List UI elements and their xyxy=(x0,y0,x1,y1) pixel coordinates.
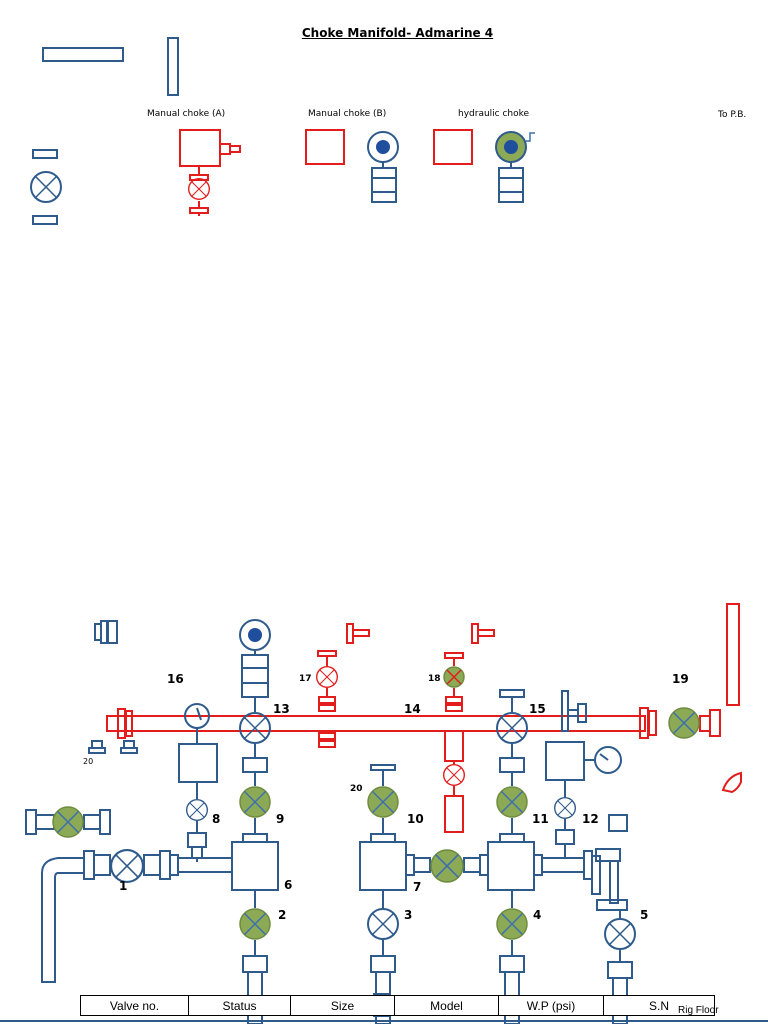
valve-number-18: 18 xyxy=(428,674,441,684)
hydraulic-choke-label: hydraulic choke xyxy=(458,109,530,119)
valve-number-1: 1 xyxy=(119,879,128,893)
manual-choke-a-label: Manual choke (A) xyxy=(147,109,226,119)
valve-number-3: 3 xyxy=(404,908,413,922)
valve-number-12: 12 xyxy=(582,812,599,826)
col-wp-psi: W.P (psi) xyxy=(498,995,604,1016)
valve-5-icon xyxy=(604,918,636,950)
valve-cross-between-icon xyxy=(430,849,464,883)
valve-number-5: 5 xyxy=(640,908,649,922)
col-sn: S.N xyxy=(603,995,715,1016)
valve-3-icon xyxy=(367,908,399,940)
valve-number-14: 14 xyxy=(404,702,421,716)
rig-floor-label: Rig Floor xyxy=(678,1005,719,1016)
valve-number-2: 2 xyxy=(278,908,287,922)
valve-18-assembly xyxy=(444,623,495,833)
valve-10-icon xyxy=(367,786,399,818)
valve-number-16: 16 xyxy=(167,672,184,686)
valve-number-8: 8 xyxy=(212,812,221,826)
valve-19-icon xyxy=(668,707,700,739)
valve-13-icon xyxy=(239,712,271,744)
valve-8-icon xyxy=(186,799,208,821)
to-pb-label: To P.B. xyxy=(718,110,747,120)
col-valve-no: Valve no. xyxy=(80,995,189,1016)
valve-number-19: 19 xyxy=(672,672,689,686)
valve-table-header-row: Valve no. Status Size Model W.P (psi) S.… xyxy=(80,995,715,1016)
red-header-pipe xyxy=(106,603,742,794)
valve-4-icon xyxy=(496,908,528,940)
valve-number-7: 7 xyxy=(413,880,422,894)
legend-valve-symbol xyxy=(32,149,58,225)
valve-11-icon xyxy=(496,786,528,818)
valve-table: Valve no. Status Size Model W.P (psi) S.… xyxy=(80,995,715,1016)
valve-12-icon xyxy=(554,797,576,819)
manual-choke-b-symbol xyxy=(305,129,399,203)
valve-number-4: 4 xyxy=(533,908,542,922)
manual-choke-b-label: Manual choke (B) xyxy=(308,109,387,119)
valve-17-icon xyxy=(316,666,338,688)
valve-number-17: 17 xyxy=(299,674,312,684)
legend-pipe-vertical xyxy=(167,37,179,96)
valve-number-9: 9 xyxy=(276,812,285,826)
valve-number-15: 15 xyxy=(529,702,546,716)
legend-open-valve-icon xyxy=(30,171,62,203)
valve-number-6: 6 xyxy=(284,878,293,892)
valve-number-10: 10 xyxy=(407,812,424,826)
valve-number-11: 11 xyxy=(532,812,549,826)
valve-left-stray-icon xyxy=(52,806,84,838)
legend-pipe-horizontal xyxy=(42,47,124,62)
valve-17-assembly xyxy=(317,623,370,748)
valve-9-icon xyxy=(239,786,271,818)
valve-red-lower-icon xyxy=(443,764,465,786)
manual-choke-a-symbol xyxy=(179,129,241,216)
valve-1-icon xyxy=(110,849,144,883)
col-size: Size xyxy=(290,995,395,1016)
valve-number-20: 20 xyxy=(350,784,363,794)
valve-number-20-small: 20 xyxy=(83,757,94,766)
diagram-title: Choke Manifold- Admarine 4 xyxy=(301,26,494,40)
col-model: Model xyxy=(394,995,499,1016)
valve-2-icon xyxy=(239,908,271,940)
col-status: Status xyxy=(188,995,291,1016)
valve-15-icon xyxy=(496,712,528,744)
hydraulic-choke-symbol xyxy=(433,129,535,203)
manual-choke-a-valve-icon xyxy=(188,178,210,200)
valve-number-13: 13 xyxy=(273,702,290,716)
